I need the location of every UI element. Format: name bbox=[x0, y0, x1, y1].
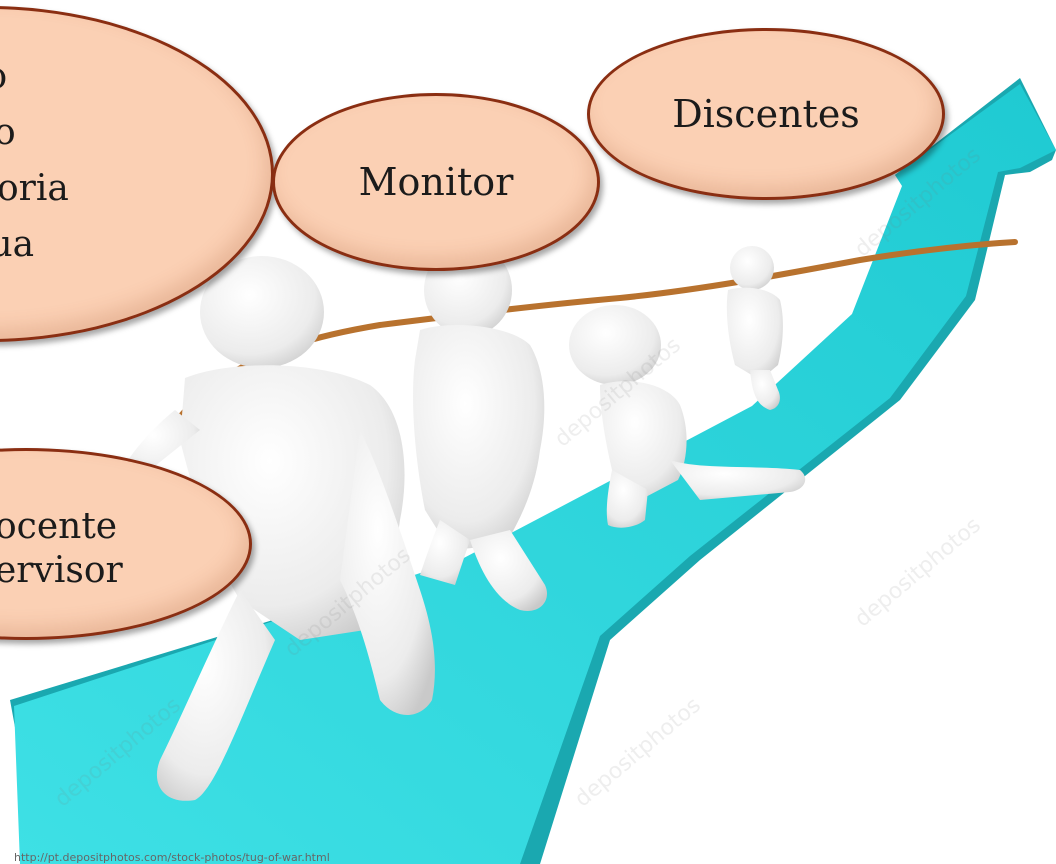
bubble-line: itoria bbox=[0, 168, 69, 209]
bubble-line: sua bbox=[0, 224, 35, 265]
bubble-discentes: Discentes bbox=[587, 28, 945, 200]
bubble-monitor-label: Monitor bbox=[358, 159, 514, 204]
bubble-line: do bbox=[0, 112, 16, 153]
bubble-docente-text: ocente ervisor bbox=[0, 505, 123, 593]
growth-arrow bbox=[10, 78, 1056, 864]
bubble-clipped-text: to do itoria sua bbox=[0, 49, 69, 273]
bubble-line: to bbox=[0, 49, 69, 105]
bubble-discentes-label: Discentes bbox=[672, 91, 860, 136]
bubble-monitor: Monitor bbox=[272, 93, 600, 271]
source-url: http://pt.depositphotos.com/stock-photos… bbox=[14, 851, 330, 864]
figure-back bbox=[726, 246, 783, 410]
bubble-line: ocente bbox=[0, 506, 118, 547]
bubble-line: ervisor bbox=[0, 550, 123, 591]
figure-third bbox=[569, 305, 806, 528]
